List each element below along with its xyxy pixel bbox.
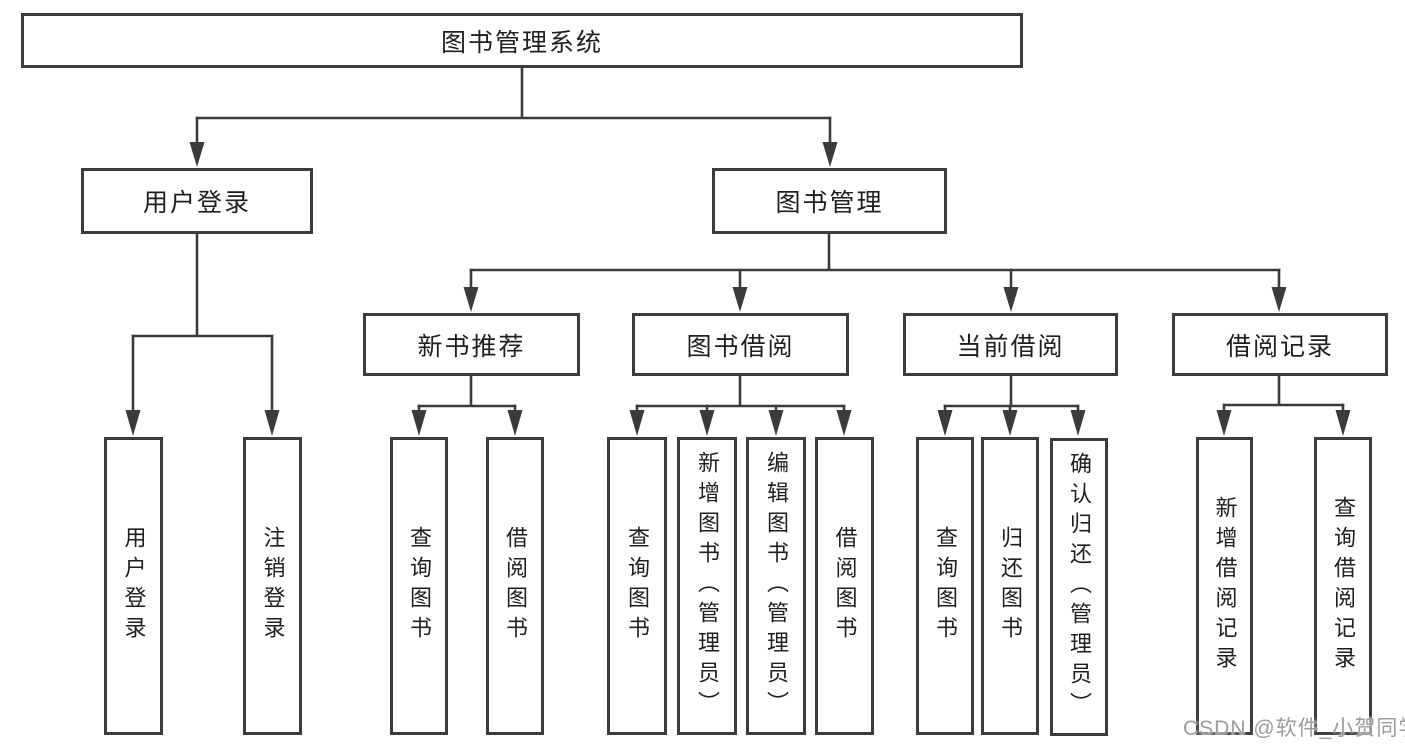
leaf-return-books: 归还图书 [981,437,1039,735]
node-book-management: 图书管理 [712,168,947,234]
leaf-edit-books-admin: 编辑图书（管理员） [746,437,806,735]
csdn-watermark: CSDN @软件_小贺同学 [1183,717,1405,740]
node-label: 借阅图书 [832,526,858,646]
node-library-management-system: 图书管理系统 [21,13,1023,68]
node-new-book-recommend: 新书推荐 [363,313,580,376]
node-label: 查询图书 [407,526,432,646]
leaf-query-books-borrow: 查询图书 [607,437,667,735]
node-label: 图书管理系统 [440,28,603,57]
node-label: 当前借阅 [956,332,1065,361]
node-label: 用户登录 [121,526,147,646]
leaf-query-books-current: 查询图书 [916,437,974,735]
leaf-add-borrow-record: 新增借阅记录 [1196,437,1253,735]
leaf-query-books-recommend: 查询图书 [390,437,448,735]
node-label: 新书推荐 [417,332,526,361]
node-label: 图书管理 [775,189,884,217]
leaf-user-login: 用户登录 [104,437,163,735]
node-label: 归还图书 [998,526,1023,646]
node-label: 注销登录 [260,526,286,646]
node-label: 用户登录 [142,189,251,217]
node-label: 编辑图书（管理员） [764,451,789,721]
leaf-confirm-return-admin: 确认归还（管理员） [1050,438,1108,736]
leaf-query-borrow-record: 查询借阅记录 [1314,437,1372,735]
node-label: 借阅记录 [1225,332,1334,361]
node-label: 新增借阅记录 [1212,496,1238,676]
node-label: 新增图书（管理员） [695,451,720,721]
node-label: 借阅图书 [503,526,528,646]
leaf-borrow-books-recommend: 借阅图书 [486,437,544,735]
node-label: 查询借阅记录 [1331,496,1356,676]
node-borrow-record: 借阅记录 [1172,313,1388,376]
node-label: 确认归还（管理员） [1067,452,1092,722]
node-user-login: 用户登录 [81,168,313,234]
leaf-borrow-books: 借阅图书 [815,437,874,735]
node-label: 查询图书 [625,526,650,646]
node-book-borrow: 图书借阅 [632,313,849,376]
leaf-logout: 注销登录 [243,437,302,735]
leaf-add-books-admin: 新增图书（管理员） [677,437,737,735]
node-current-borrow: 当前借阅 [903,313,1118,376]
node-label: 图书借阅 [686,332,795,361]
node-label: 查询图书 [933,526,958,646]
